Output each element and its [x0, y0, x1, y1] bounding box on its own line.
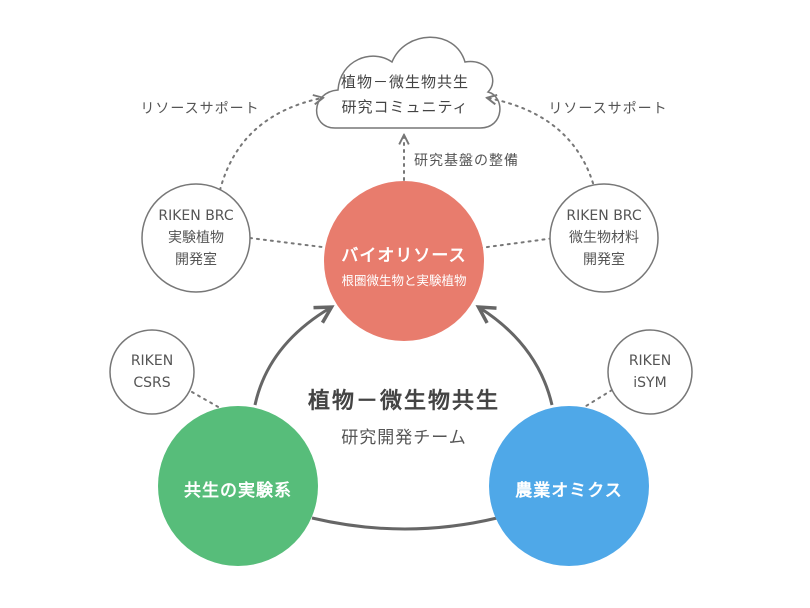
- brc-plants-line2: 実験植物: [168, 230, 224, 246]
- bioresource-title: バイオリソース: [341, 246, 467, 266]
- omics-circle: [489, 406, 649, 566]
- connector-isym: [585, 389, 613, 407]
- symbiosis-title: 共生の実験系: [184, 481, 292, 501]
- connector-csrs: [191, 391, 221, 409]
- bioresource-subtitle: 根圏微生物と実験植物: [341, 273, 467, 288]
- bioresource-circle: [324, 181, 484, 341]
- isym-line1: RIKEN: [628, 353, 672, 369]
- infrastructure-label: 研究基盤の整備: [414, 153, 519, 169]
- isym-text: RIKEN iSYM: [608, 350, 692, 394]
- brc-microbes-text: RIKEN BRC 微生物材料 開発室: [550, 205, 658, 271]
- symbiosis-circle: [158, 406, 318, 566]
- connector-brc-plants: [249, 237, 331, 249]
- connector-brc-microbes: [479, 237, 556, 249]
- resource-support-label-left: リソースサポート: [140, 101, 260, 117]
- brc-microbes-circle: [549, 183, 659, 293]
- csrs-line1: RIKEN: [130, 353, 174, 369]
- line-symbiosis-omics: [311, 516, 498, 531]
- team-title: 植物－微生物共生: [307, 389, 500, 414]
- brc-plants-line3: 開発室: [175, 252, 217, 268]
- brc-plants-circle: [141, 183, 251, 293]
- csrs-line2: CSRS: [133, 375, 171, 391]
- support-arrow-right: [488, 98, 596, 191]
- isym-circle: [607, 329, 693, 415]
- brc-microbes-line3: 開発室: [583, 252, 625, 268]
- brc-microbes-line2: 微生物材料: [569, 230, 639, 246]
- csrs-text: RIKEN CSRS: [110, 350, 194, 394]
- support-arrow-left: [219, 98, 322, 191]
- arrow-omics-to-bioresource: [480, 308, 554, 406]
- csrs-circle: [109, 329, 195, 415]
- arrow-symbiosis-to-bioresource: [253, 308, 330, 406]
- cloud-title-line1: 植物－微生物共生: [340, 73, 469, 91]
- brc-microbes-line1: RIKEN BRC: [566, 208, 642, 224]
- resource-support-label-right: リソースサポート: [548, 101, 668, 117]
- isym-line2: iSYM: [633, 375, 667, 391]
- omics-title: 農業オミクス: [515, 481, 623, 501]
- brc-plants-text: RIKEN BRC 実験植物 開発室: [142, 205, 250, 271]
- team-subtitle: 研究開発チーム: [341, 428, 467, 448]
- cloud-title-line2: 研究コミュニティ: [341, 98, 469, 116]
- brc-plants-line1: RIKEN BRC: [158, 208, 234, 224]
